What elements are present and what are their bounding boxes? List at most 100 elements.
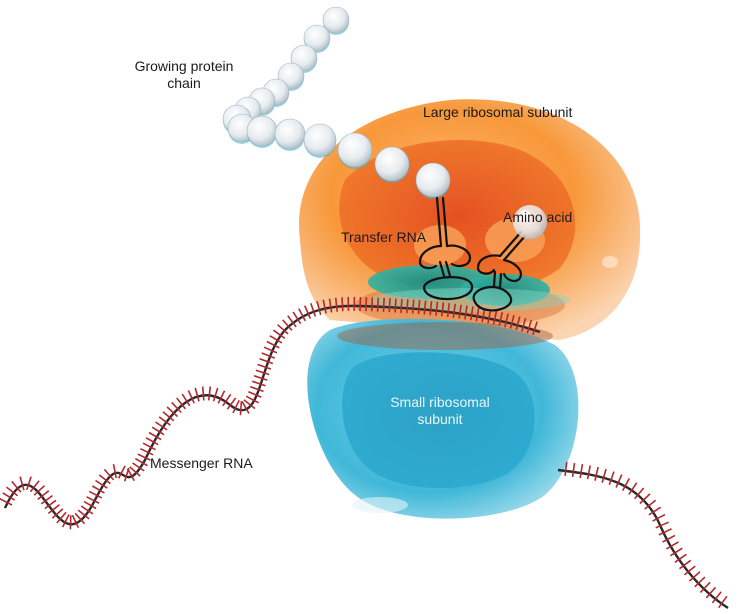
mrna-base-tick <box>253 375 268 381</box>
mrna-base-tick <box>435 301 439 316</box>
mrna-base-tick <box>322 299 327 314</box>
mrna-base-tick <box>151 426 165 436</box>
mrna-base-tick <box>91 485 105 494</box>
transfer-rna-label: Transfer RNA <box>341 229 427 245</box>
mrna-base-tick <box>74 512 86 525</box>
large-ribosomal-subunit-label: Large ribosomal subunit <box>423 104 573 120</box>
mrna-base-tick <box>571 462 576 478</box>
mrna-base-tick <box>241 400 250 414</box>
mrna-base-tick <box>257 363 272 370</box>
mrna-base-tick <box>98 474 111 485</box>
mrna-base-tick <box>33 485 46 496</box>
mrna-base-tick <box>615 474 623 488</box>
mrna-base-tick <box>19 476 25 491</box>
mrna-base-tick <box>648 506 662 516</box>
mrna-base-tick <box>481 308 486 323</box>
mrna-base-tick <box>26 476 32 491</box>
mrna-base-tick <box>679 559 692 570</box>
mrna-base-tick <box>158 416 171 426</box>
mrna-base-tick <box>475 307 480 322</box>
amino-acid-bead <box>337 132 373 169</box>
mrna-base-tick <box>515 316 521 331</box>
mrna-base-tick <box>526 319 533 334</box>
mrna-base-tick <box>148 431 162 441</box>
mrna-base-tick <box>341 297 344 312</box>
mrna-base-tick <box>328 298 333 313</box>
mrna-base-tick <box>628 482 638 495</box>
mrna-base-tick <box>532 321 538 336</box>
mrna-base-tick <box>162 411 175 422</box>
mrna-base-tick <box>243 399 256 410</box>
mrna-base-tick <box>245 395 259 404</box>
mrna-base-tick <box>303 305 312 319</box>
mrna-base-tick <box>498 312 504 326</box>
mrna-base-tick <box>464 305 468 320</box>
mrna-base-tick <box>608 471 615 486</box>
growing-protein-chain-label-line1: Growing protein <box>134 58 234 74</box>
mrna-base-tick <box>61 514 70 528</box>
mrna-base-tick <box>112 464 117 479</box>
mrna-base-tick <box>705 586 717 599</box>
amino-acid-label: Amino acid <box>503 209 573 225</box>
mrna-base-tick <box>683 565 696 576</box>
growing-protein-chain-label: Growing protein chain <box>128 58 240 92</box>
mrna-base-tick <box>601 468 607 483</box>
mrna-base-tick <box>71 514 80 529</box>
mrna-base-tick <box>406 299 409 314</box>
mrna-base-tick <box>51 508 64 519</box>
mrna-base-tick <box>80 505 94 515</box>
mrna-base-tick <box>129 466 141 477</box>
mrna-base-tick <box>47 504 60 515</box>
mrna-base-tick <box>259 358 274 365</box>
mrna-base-tick <box>674 553 687 563</box>
mrna-base-tick <box>298 308 307 322</box>
mrna-base-tick <box>155 421 168 431</box>
mrna-base-tick <box>0 497 13 506</box>
mrna-base-tick <box>2 492 16 501</box>
growing-protein-chain <box>222 6 451 199</box>
mrna-base-tick <box>665 541 679 550</box>
mrna-base-tick <box>226 397 237 410</box>
mrna-base-tick <box>181 393 191 407</box>
mrna-base-tick <box>263 346 278 354</box>
mrna-base-tick <box>621 478 631 491</box>
mrna-base-tick <box>140 447 154 456</box>
mrna-base-tick <box>487 309 492 324</box>
mrna-base-tick <box>212 387 219 402</box>
mrna-base-tick <box>103 468 115 481</box>
mrna-base-tick <box>269 335 283 344</box>
mrna-base-tick <box>292 311 302 325</box>
mrna-base-tick <box>255 369 270 376</box>
mrna-base-tick <box>95 479 108 489</box>
mrna-base-tick <box>6 486 19 497</box>
mrna-base-tick <box>670 547 683 557</box>
mrna-base-tick <box>394 298 397 313</box>
mrna-base-tick <box>194 387 200 402</box>
amino-acid-bead <box>274 118 306 151</box>
mrna-base-tick <box>458 304 462 319</box>
mrna-base-tick <box>277 324 289 335</box>
mrna-base-tick <box>400 298 403 313</box>
mrna-base-tick <box>56 511 67 524</box>
mrna-base-tick <box>429 301 433 316</box>
mrna-base-tick <box>644 499 657 510</box>
mrna-base-tick <box>359 296 362 312</box>
mrna-base-tick <box>446 303 451 318</box>
mrna-base-tick <box>29 480 40 493</box>
mrna-base-tick <box>334 297 338 312</box>
mrna-base-tick <box>711 591 722 604</box>
mrna-base-tick <box>222 393 232 407</box>
mrna-base-tick <box>388 298 391 313</box>
messenger-rna-strand <box>0 296 729 610</box>
mrna-base-tick <box>145 437 159 446</box>
messenger-rna-label: Messenger RNA <box>150 455 253 471</box>
amino-acid-bead <box>513 205 547 239</box>
mrna-base-tick <box>594 466 599 481</box>
mrna-base-tick <box>217 390 226 404</box>
mrna-base-tick <box>579 463 584 479</box>
mrna-base-tick <box>86 496 100 504</box>
amino-acid-bead <box>246 115 278 148</box>
mrna-base-tick <box>287 315 297 328</box>
